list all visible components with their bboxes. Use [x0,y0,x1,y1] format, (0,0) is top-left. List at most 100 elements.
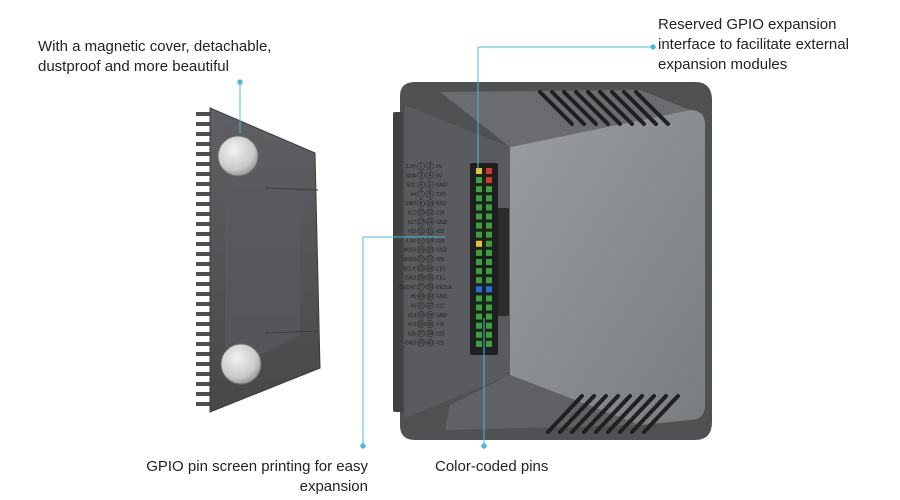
gpio-label-right: GND [436,183,448,189]
gpio-label-right: 5V [436,173,443,179]
gpio-label-left: GND [405,201,417,207]
gpio-pin [486,331,492,338]
gpio-pin [486,204,492,211]
gpio-pin [476,259,482,265]
gpio-label-left: SDA [406,173,417,179]
magnet-top-icon [217,135,259,177]
pin-number-circle [417,199,425,208]
fin [196,342,212,346]
gpio-label-left: GND [405,276,417,282]
vent-slot [550,90,586,126]
gpio-pin [486,240,492,247]
vent-slot [570,394,608,434]
gpio-pin [486,322,492,329]
gpio-label-right: GND [436,220,448,226]
vent-slot [574,90,610,126]
pin-number: 23 [418,266,424,272]
pin-number: 18 [427,238,433,244]
pin-number-circle [426,301,434,310]
pin-number-circle [417,329,425,338]
pin-number: 1 [420,164,423,170]
gpio-label-left: #6 [410,304,416,310]
pin-number-circle [417,310,425,319]
pin-number: 39 [418,340,424,346]
gpio-pin [476,295,482,302]
pin-number-circle [426,255,434,263]
pin-number-circle [417,245,425,254]
pin-number: 31 [418,303,424,309]
pin-number: 34 [427,313,433,319]
gpio-label-left: #26 [408,331,417,337]
fin [196,362,212,366]
gpio-label-right: CE1 [436,276,446,282]
pin-number: 19 [418,247,424,253]
fin [196,232,212,236]
fin [196,312,212,316]
pin-number-circle [417,283,425,291]
pin-number: 13 [418,220,424,226]
gpio-pin [486,268,492,275]
pin-number-circle [417,171,425,180]
pin-number: 15 [418,229,424,235]
pin-number-circle [417,320,425,328]
gpio-label-right: CE0 [436,266,446,272]
pin-number: 35 [418,322,424,328]
fin [196,162,212,166]
pin-number: 21 [418,257,424,263]
pin-number-circle [426,329,434,338]
fin [196,142,212,146]
gpio-label-right: GND [436,294,448,300]
gpio-label-left: #19 [408,322,417,328]
vent-slot [546,394,584,434]
pin-number-circle [426,273,434,282]
fin [196,282,212,286]
pin-number: 37 [418,331,424,337]
fin [196,382,212,386]
gpio-pin [486,231,492,238]
gpio-pin [476,249,482,256]
pin-number-circle [426,227,434,235]
pin-number: 40 [427,340,433,346]
gpio-pin [476,340,482,347]
gpio-pin [486,295,492,302]
gpio-label-right: #23 [436,229,445,235]
pin-number-circle [426,162,434,170]
gpio-label-left: #4 [410,192,416,198]
fin [196,392,212,396]
fin [196,152,212,156]
pin-number-circle [417,301,425,310]
gpio-pin [476,304,482,311]
pin-number-circle [426,190,434,198]
pin-number: 16 [427,229,433,235]
gpio-label-left: #5 [410,294,416,300]
pin-number: 2 [429,164,432,170]
pin-number-circle [426,264,434,273]
gpio-pin [476,231,482,238]
caption-color-pins: Color-coded pins [435,458,549,475]
gpio-pin [486,259,492,265]
fin [196,292,212,296]
gpio-label-right: #16 [436,322,445,328]
pin-number-circle [426,217,434,226]
fin [196,242,212,246]
pin-number: 25 [418,275,424,281]
pin-number: 28 [427,285,433,291]
pin-number-circle [426,199,434,208]
pin-number: 11 [418,210,423,216]
pin-number: 17 [418,238,424,244]
gpio-label-right: #18 [436,211,445,217]
pin-number-circle [417,162,425,170]
gpio-pin [486,213,492,220]
pin-number-circle [426,245,434,254]
pin-number-circle [417,273,425,282]
magnet-bottom-icon [220,343,262,385]
pin-number: 20 [427,247,433,253]
gpio-pin [486,249,492,256]
gpio-pin [486,186,492,193]
pin-number: 9 [420,201,423,207]
vent-slot [586,90,622,126]
gpio-pin [476,277,482,284]
pin-number: 32 [427,303,433,309]
gpio-pin [476,222,482,229]
